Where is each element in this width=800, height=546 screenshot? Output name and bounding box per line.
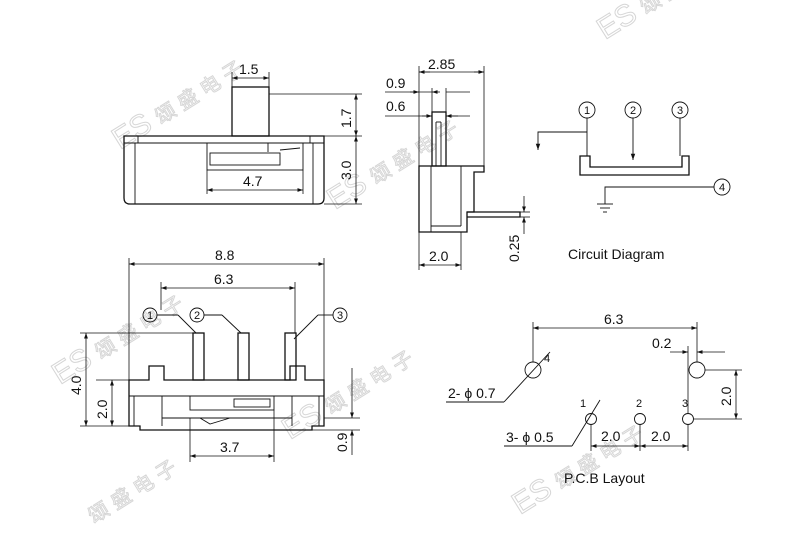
circuit-diagram: 1 2 3 4 Circuit Diagram — [535, 101, 731, 262]
front-view: 1 2 3 8.8 6.3 4.0 2.0 0.9 3. — [68, 247, 360, 462]
dim-body-width: 2.0 — [429, 248, 449, 264]
dim-actuator-height: 1.7 — [338, 108, 354, 128]
pcb-hole-label-1: 1 — [580, 398, 586, 410]
dim-pitch-a: 2.0 — [601, 428, 621, 444]
circuit-pin-1: 1 — [584, 105, 590, 117]
pcb-hole-label-4: 4 — [544, 353, 550, 365]
top-view: 1.5 1.7 3.0 4.7 — [123, 61, 362, 205]
pcb-title: P.C.B Layout — [564, 470, 645, 486]
pcb-hole-large — [688, 361, 706, 379]
watermark-chinese: 颂 盛 电 子 — [91, 291, 188, 364]
large-hole-leader — [503, 351, 551, 403]
watermark-logo: ES — [106, 107, 157, 156]
dim-body-height: 3.0 — [338, 160, 354, 180]
circuit-title: Circuit Diagram — [568, 246, 664, 262]
dim-slot-length: 4.7 — [243, 173, 263, 189]
side-pin — [467, 211, 521, 218]
watermark-logo: ES — [506, 472, 557, 521]
dim-pitch-b: 2.0 — [651, 428, 671, 444]
small-hole-leader — [571, 399, 601, 447]
pcb-hole-small — [634, 413, 646, 425]
front-slot — [189, 395, 275, 411]
pcb-large-hole-note: 2- ϕ 0.7 — [448, 385, 496, 401]
dim-pcb-vertical: 2.0 — [718, 386, 734, 406]
dim-overall-depth: 2.85 — [428, 56, 455, 72]
front-pin-3: 3 — [337, 310, 343, 322]
actuator — [231, 86, 270, 137]
pcb-hole-label-3: 3 — [682, 398, 688, 410]
pcb-hole-small — [585, 413, 597, 425]
dim-bottom-height: 0.9 — [334, 432, 350, 452]
dim-front-slot: 3.7 — [220, 439, 240, 455]
dim-height-total: 4.0 — [68, 375, 84, 395]
circuit-pin-2: 2 — [630, 105, 636, 117]
top-view-body — [123, 135, 325, 205]
dim-pcb-offset: 0.2 — [652, 335, 672, 351]
watermark-logo: ES — [591, 0, 642, 46]
circuit-pin-4: 4 — [719, 182, 725, 194]
pin-3-leg — [284, 332, 297, 381]
pcb-hole-label-2: 2 — [636, 398, 642, 410]
dim-pin-thickness: 0.25 — [506, 235, 522, 262]
dim-pin-span: 6.3 — [214, 271, 234, 287]
pcb-layout: 1 2 3 4 6.3 0.2 2.0 2.0 2.0 2- ϕ 0.7 3- — [446, 311, 742, 486]
watermark-chinese: 颂 盛 电 子 — [366, 116, 463, 189]
pin-1-leg — [192, 332, 205, 381]
dim-offset: 0.9 — [386, 75, 406, 91]
dim-height-body: 2.0 — [94, 399, 110, 419]
dim-actuator-width: 1.5 — [239, 61, 259, 77]
watermark-logo: ES — [276, 397, 327, 446]
front-pin-2: 2 — [194, 310, 200, 322]
pin-2-leg — [237, 332, 250, 381]
watermark-chinese: 颂 盛 电 子 — [151, 56, 248, 129]
side-actuator — [431, 111, 447, 167]
pcb-small-hole-note: 3- ϕ 0.5 — [506, 429, 554, 445]
front-pin-1: 1 — [147, 310, 153, 322]
switch-contact — [579, 155, 690, 176]
circuit-pin-3: 3 — [677, 105, 683, 117]
pcb-hole-small — [682, 413, 694, 425]
side-view-body — [418, 165, 485, 233]
slot — [206, 142, 304, 171]
front-view-body — [128, 365, 325, 431]
watermark-chinese: 颂 盛 电 子 — [321, 346, 418, 419]
watermark-chinese: 颂 盛 电 子 — [636, 0, 733, 19]
watermark-chinese: 颂 盛 电 子 — [84, 455, 181, 528]
dim-overall-length: 8.8 — [215, 247, 235, 263]
dim-pcb-span: 6.3 — [604, 311, 624, 327]
dim-actuator-thickness: 0.6 — [386, 98, 406, 114]
side-view: 2.85 0.9 0.6 0.25 2.0 — [385, 56, 530, 270]
